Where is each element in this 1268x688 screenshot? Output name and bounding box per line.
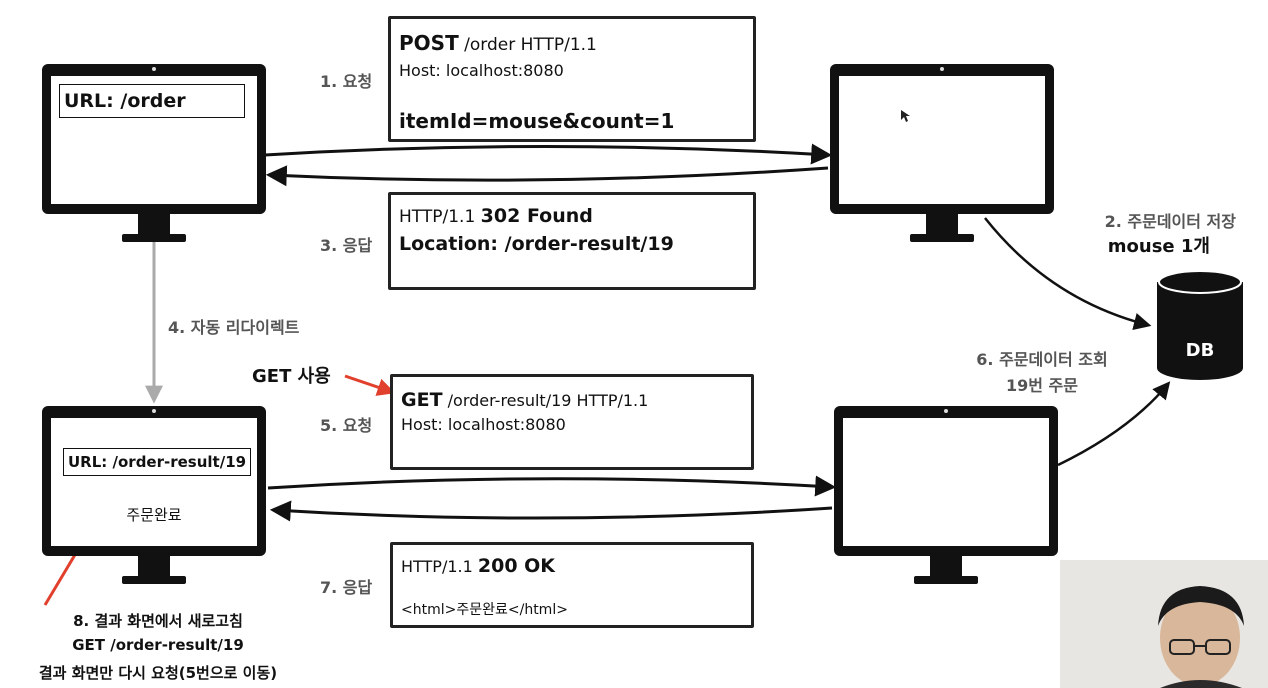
monitor-frame [834,406,1058,556]
query-arrow [1057,381,1171,467]
monitor-screen: URL: /order [51,76,257,204]
response2-status: 200 OK [477,555,556,577]
db-label: DB [1185,340,1215,361]
request1-body: itemId=mouse&count=1 [399,109,675,133]
camera-dot [152,409,156,413]
monitor-base [122,234,186,242]
response1-status: 302 Found [480,205,593,227]
response1-proto: HTTP/1.1 [399,207,481,227]
response2-box: HTTP/1.1 200 OK <html>주문완료</html> [390,542,754,628]
monitor-frame: URL: /order [42,64,266,214]
monitor-frame: URL: /order-result/19 주문완료 [42,406,266,556]
response1-status-line: HTTP/1.1 302 Found [399,205,593,227]
response1-box: HTTP/1.1 302 Found Location: /order-resu… [388,192,756,290]
monitor-base [914,576,978,584]
camera-dot [152,67,156,71]
monitor-base [122,576,186,584]
server-monitor-bottom [834,406,1058,596]
request1-method: POST [399,31,459,55]
request2-box: GET /order-result/19 HTTP/1.1 Host: loca… [390,374,754,470]
request1-box: POST /order HTTP/1.1 Host: localhost:808… [388,16,756,142]
step6-detail: 19번 주문 [1006,376,1078,395]
request2-method: GET [401,389,443,411]
request2-arrow [267,475,837,497]
client-monitor-top: URL: /order [42,64,266,254]
request2-line: GET /order-result/19 HTTP/1.1 [401,389,648,411]
page-content: 주문완료 [126,506,182,524]
monitor-frame [830,64,1054,214]
response1-location: Location: /order-result/19 [399,233,674,255]
database-icon [1157,270,1243,380]
webcam-overlay [1060,560,1268,688]
camera-dot [944,409,948,413]
step6-label: 6. 주문데이터 조회 [976,350,1108,369]
request1-line: POST /order HTTP/1.1 [399,31,597,55]
refresh-note-line1: 8. 결과 화면에서 새로고침 [73,612,243,630]
step2-label: 2. 주문데이터 저장 [1104,212,1236,231]
save-arrow [984,217,1152,331]
monitor-screen: URL: /order-result/19 주문완료 [51,418,257,546]
request1-line-rest: /order HTTP/1.1 [458,35,597,55]
mouse-cursor-icon [901,110,910,122]
client-monitor-bottom: URL: /order-result/19 주문완료 [42,406,266,596]
url-bar[interactable]: URL: /order-result/19 [63,448,251,476]
request2-host: Host: localhost:8080 [401,415,566,434]
step2-detail: mouse 1개 [1107,236,1210,257]
response2-status-line: HTTP/1.1 200 OK [401,555,555,577]
get-note: GET 사용 [252,366,331,387]
response2-body: <html>주문완료</html> [401,602,568,618]
response2-proto: HTTP/1.1 [401,557,478,576]
response1-arrow [265,165,829,187]
step1-label: 1. 요청 [320,72,373,91]
monitor-base [910,234,974,242]
response2-arrow [269,500,833,522]
refresh-note-line2: GET /order-result/19 [72,636,244,654]
presenter-image [1060,560,1268,688]
get-note-arrow [344,374,396,396]
step5-label: 5. 요청 [320,416,373,435]
server-monitor-top [830,64,1054,254]
request1-host: Host: localhost:8080 [399,61,564,80]
step4-label: 4. 자동 리다이렉트 [168,318,300,337]
step3-label: 3. 응답 [320,236,373,255]
request2-line-rest: /order-result/19 HTTP/1.1 [442,391,649,410]
monitor-screen [843,418,1049,546]
request1-arrow [264,143,833,165]
camera-dot [940,67,944,71]
url-bar[interactable]: URL: /order [59,84,245,118]
monitor-screen [839,76,1045,204]
refresh-note-line3: 결과 화면만 다시 요청(5번으로 이동) [38,664,278,682]
step7-label: 7. 응답 [320,578,373,597]
